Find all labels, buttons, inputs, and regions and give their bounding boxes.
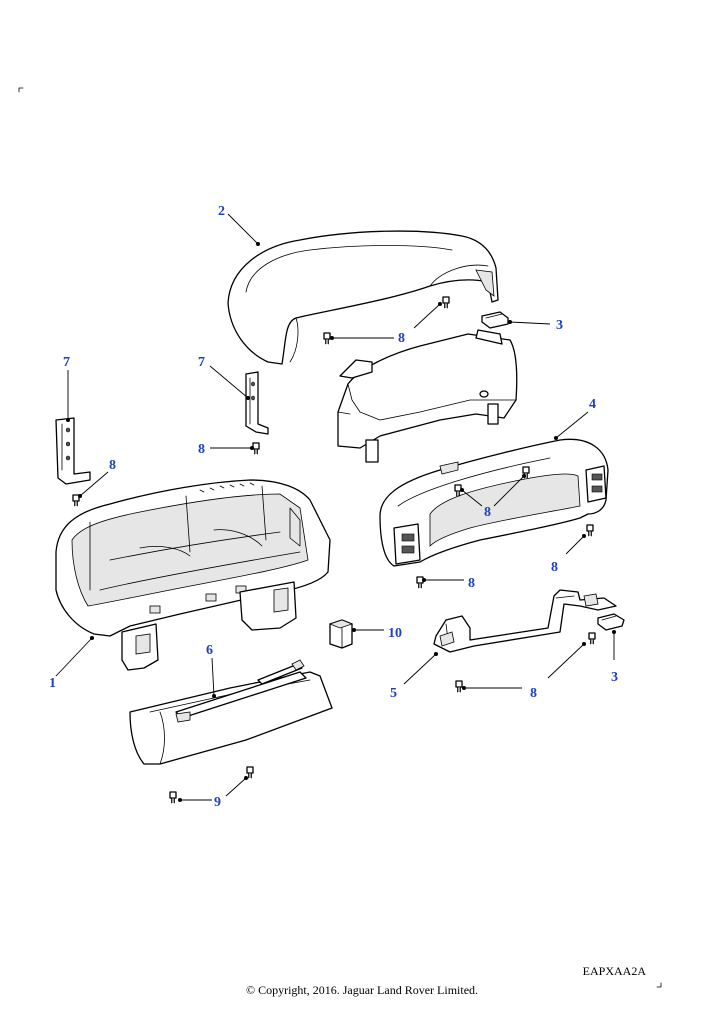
screw-fasteners bbox=[72, 296, 596, 804]
callout-7-middle: 7 bbox=[198, 355, 205, 370]
crop-mark-top-left bbox=[18, 87, 24, 93]
callout-9: 9 bbox=[214, 795, 221, 810]
part-bracket-middle bbox=[245, 371, 269, 435]
callout-2: 2 bbox=[218, 204, 225, 219]
screw bbox=[588, 632, 596, 645]
part-block bbox=[328, 619, 354, 649]
callout-4: 4 bbox=[589, 397, 596, 412]
screw bbox=[416, 576, 424, 589]
callout-6: 6 bbox=[206, 643, 213, 658]
part-cluster-housing bbox=[337, 329, 518, 463]
part-clip-top bbox=[481, 311, 509, 329]
leader-lines bbox=[55, 213, 616, 802]
screw bbox=[442, 296, 450, 309]
part-lower-panel bbox=[129, 659, 333, 765]
callout-8-right: 8 bbox=[551, 560, 558, 575]
screw bbox=[169, 791, 177, 804]
part-lower-housing bbox=[55, 479, 331, 671]
callout-10: 10 bbox=[388, 626, 402, 641]
callout-8-bezel: 8 bbox=[484, 505, 491, 520]
part-bracket-left bbox=[55, 417, 91, 485]
callout-8-top-right: 8 bbox=[398, 331, 405, 346]
screw bbox=[323, 332, 331, 345]
callout-8-bezel-lower: 8 bbox=[468, 576, 475, 591]
callout-8-middle: 8 bbox=[198, 442, 205, 457]
screw bbox=[72, 494, 80, 507]
callout-1: 1 bbox=[49, 676, 56, 691]
screw bbox=[246, 766, 254, 779]
callout-3-right: 3 bbox=[611, 670, 618, 685]
callout-8-left: 8 bbox=[109, 458, 116, 473]
copyright-notice: © Copyright, 2016. Jaguar Land Rover Lim… bbox=[245, 983, 479, 997]
part-support-bracket bbox=[433, 589, 617, 653]
callout-7-left: 7 bbox=[63, 355, 70, 370]
part-clip-right bbox=[597, 613, 625, 631]
callout-5: 5 bbox=[390, 686, 397, 701]
part-bezel bbox=[379, 438, 609, 567]
screw bbox=[586, 524, 594, 537]
diagram-reference-code: EAPXAA2A bbox=[582, 964, 646, 978]
crop-mark-bottom-right bbox=[656, 982, 662, 988]
callout-labels: 2 3 8 7 7 4 8 8 8 8 8 10 6 1 3 5 8 9 8 bbox=[49, 204, 618, 810]
part-upper-cover bbox=[227, 230, 499, 365]
callout-8-bracket: 8 bbox=[530, 686, 537, 701]
screw bbox=[455, 680, 463, 693]
callout-3-top: 3 bbox=[556, 318, 563, 333]
